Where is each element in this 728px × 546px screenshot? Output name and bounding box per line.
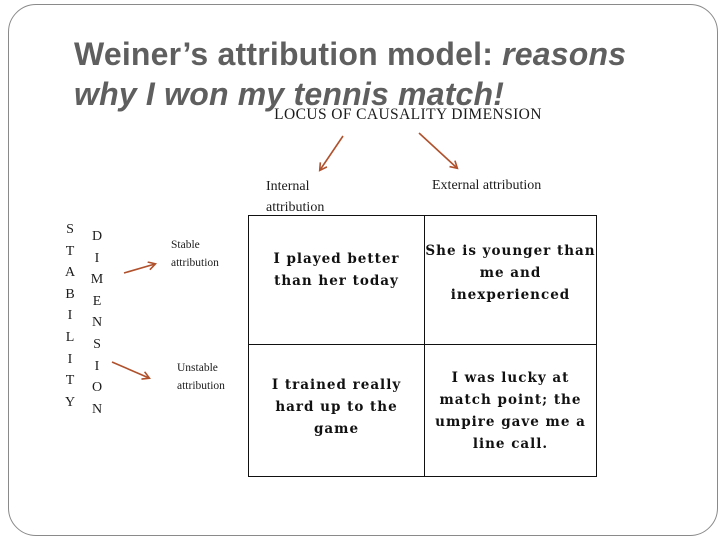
cell-unstable-external: I was lucky at match point; the umpire g… [425,345,596,476]
cell-unstable-internal: I trained really hard up to the game [249,345,425,476]
cell-stable-internal-text: I played better than her today [273,251,400,289]
slide-title-italic: reasons why I won my tennis match! [74,36,627,113]
locus-of-causality-heading: LOCUS OF CAUSALITY DIMENSION [274,106,542,123]
cell-stable-external: She is younger than me and inexperienced [425,216,596,345]
cell-stable-internal: I played better than her today [249,216,425,345]
cell-stable-external-text: She is younger than me and inexperienced [425,243,596,303]
unstable-attribution-label: Unstable attribution [177,362,225,392]
cell-unstable-external-text: I was lucky at match point; the umpire g… [435,369,586,452]
slide-title-regular: Weiner’s attribution model: [74,36,503,73]
stable-attribution-label: Stable attribution [171,239,219,269]
cell-unstable-internal-text: I trained really hard up to the game [271,376,402,437]
slide-border-frame [8,4,718,536]
slide-title: Weiner’s attribution model: reasons why … [74,34,662,114]
attribution-matrix: I played better than her today She is yo… [248,215,597,477]
external-attribution-label: External attribution [432,178,542,193]
internal-attribution-label: Internal attribution [266,179,325,215]
